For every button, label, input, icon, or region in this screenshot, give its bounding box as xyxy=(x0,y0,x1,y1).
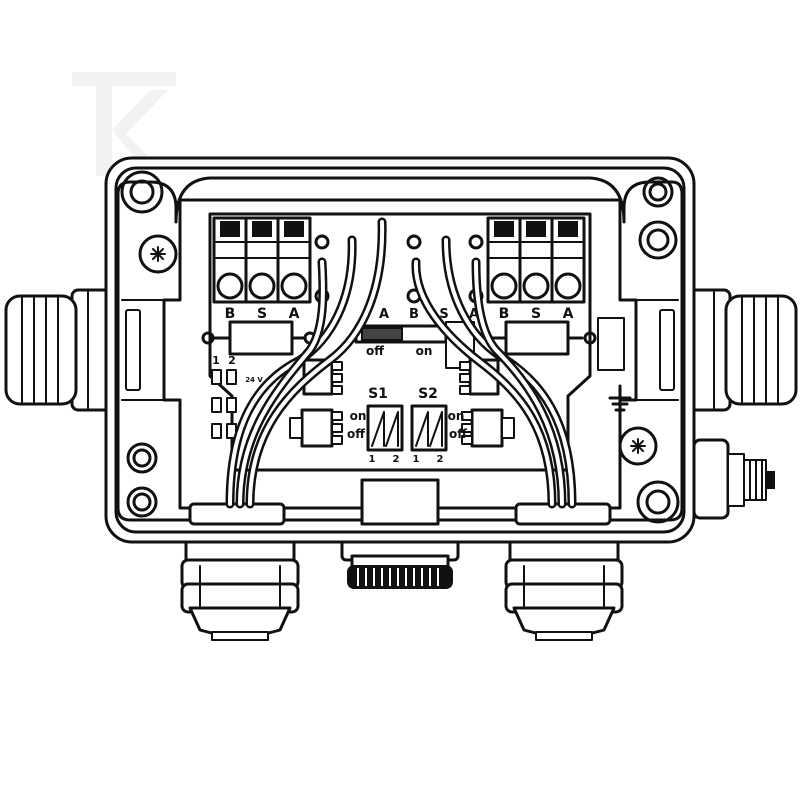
ground-icon xyxy=(608,384,632,412)
center-pin-label-a: A xyxy=(379,307,389,322)
dip-switch-s2 xyxy=(410,404,448,452)
terminal-right-label-b: B xyxy=(499,306,510,322)
switch-s2-off-label: off xyxy=(449,427,467,441)
ground-connector-side xyxy=(692,438,775,520)
resistor-right xyxy=(479,320,597,356)
wires-right-cable xyxy=(411,235,577,509)
switch-s2-label: S2 xyxy=(418,386,438,402)
cable-gland-bottom-right-icon xyxy=(504,536,624,641)
terminal-left-label-s: S xyxy=(257,306,267,322)
dip-switch-s1 xyxy=(366,404,404,452)
led-col-2-label: 2 xyxy=(228,354,236,367)
switch-s1-off-label: off xyxy=(347,427,365,441)
terminal-right-label-a: A xyxy=(563,306,574,322)
switch-s2-pos-1: 1 xyxy=(413,454,420,465)
switch-s1-pos-2: 2 xyxy=(393,454,400,465)
center-connector xyxy=(340,536,460,589)
wires-left-cable xyxy=(225,217,387,509)
led-col-1-label: 1 xyxy=(212,354,220,367)
terminal-block-left xyxy=(212,216,312,304)
terminal-left-label-a: A xyxy=(289,306,300,322)
center-pin-label-s: S xyxy=(439,307,448,322)
termination-off-label: off xyxy=(366,344,384,358)
cable-gland-bottom-left-icon xyxy=(180,536,300,641)
led-voltage-label: 24 V xyxy=(245,376,263,384)
center-pin-label-a2: A xyxy=(469,307,479,322)
mounting-screw-left-icon xyxy=(138,234,178,274)
switch-s2-on-label: on xyxy=(448,409,465,423)
cable-gland-left-icon xyxy=(4,288,114,412)
center-pin-label-b: B xyxy=(409,307,419,322)
mounting-holes xyxy=(120,170,680,524)
cable-gland-right-icon xyxy=(688,288,798,412)
mounting-screw-right-icon xyxy=(618,426,658,466)
switch-s1-pos-1: 1 xyxy=(369,454,376,465)
switch-s1-label: S1 xyxy=(368,386,388,402)
terminal-left-label-b: B xyxy=(225,306,236,322)
led-indicators xyxy=(211,369,237,439)
switch-s1-on-label: on xyxy=(350,409,367,423)
cable-entries xyxy=(188,502,612,526)
terminal-block-right xyxy=(486,216,586,304)
center-port-window xyxy=(360,478,440,526)
termination-on-label: on xyxy=(416,344,433,358)
switch-s2-pos-2: 2 xyxy=(437,454,444,465)
terminal-right-label-s: S xyxy=(531,306,541,322)
